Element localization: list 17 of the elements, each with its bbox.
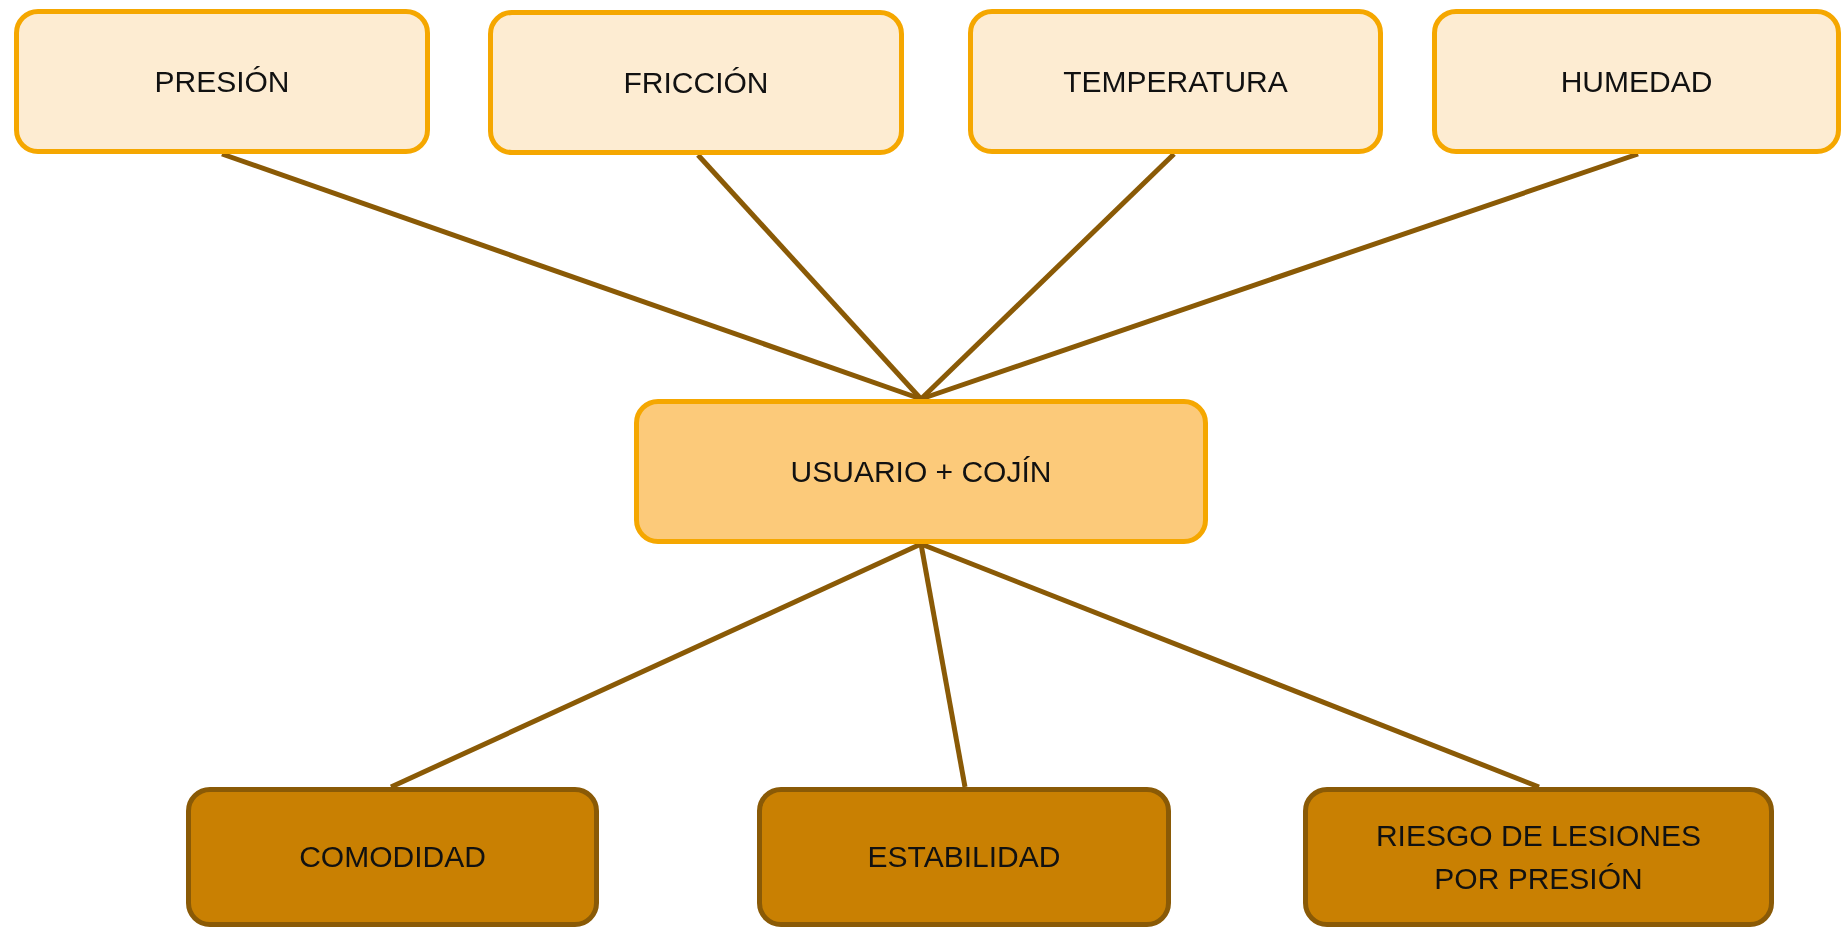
box-label: FRICCIÓN (623, 64, 769, 101)
process-box (488, 10, 904, 155)
box-label: HUMEDAD (1560, 63, 1713, 100)
box-label: PRESIÓN (154, 63, 290, 100)
connector-line (918, 543, 968, 788)
box-label: USUARIO + COJÍN (790, 453, 1052, 490)
process-box (186, 787, 599, 927)
box-label: RIESGO DE LESIONES POR PRESIÓN (1374, 817, 1703, 897)
process-box (1303, 787, 1774, 927)
box-label: TEMPERATURA (1063, 63, 1288, 100)
box-label: ESTABILIDAD (867, 839, 1061, 876)
box-label: COMODIDAD (299, 839, 486, 876)
process-box (14, 9, 430, 154)
process-box (757, 787, 1171, 927)
process-box (634, 399, 1208, 544)
process-box (968, 9, 1383, 154)
process-box (1432, 9, 1841, 154)
